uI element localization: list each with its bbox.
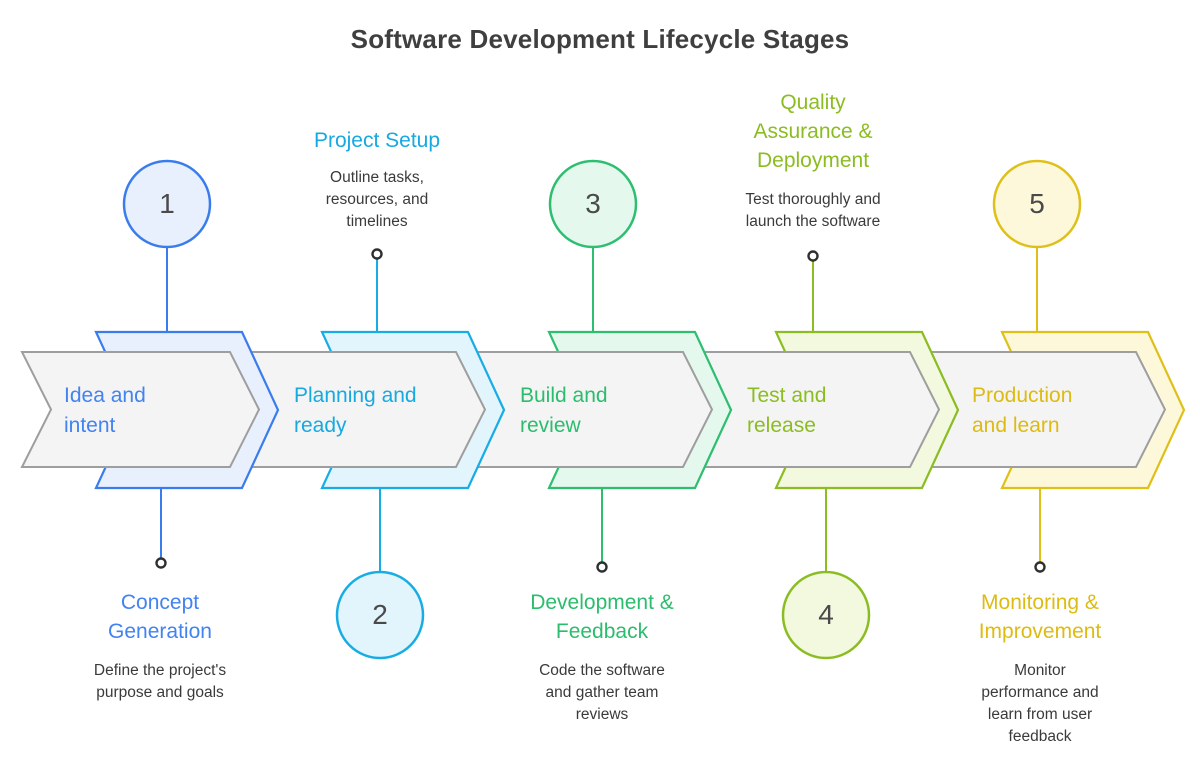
stage-2-number-circle: [335, 570, 425, 660]
stage-3-arrow-label: Build and review: [520, 384, 608, 437]
stage-4-callout-title: Quality Assurance & Deployment: [753, 91, 873, 172]
stage-5-marker-dot: [1034, 561, 1046, 573]
stage-4-callout-description: Test thoroughly and launch the software: [745, 191, 881, 230]
stage-3-callout-description: Code the software and gather team review…: [539, 662, 665, 723]
stage-2-marker-dot: [371, 248, 383, 260]
stage-3-number: 3: [585, 188, 601, 219]
stage-1-number-circle: [122, 159, 212, 249]
stage-2-number: 2: [372, 599, 388, 630]
stage-3-number-circle: [548, 159, 638, 249]
stage-1-arrow-label: Idea and intent: [64, 384, 146, 437]
diagram-title: Software Development Lifecycle Stages: [350, 24, 850, 54]
stage-4-number-circle: [781, 570, 871, 660]
stage-4-arrow-label: Test and release: [747, 384, 827, 437]
stage-5-callout-title: Monitoring & Improvement: [978, 591, 1102, 643]
stage-1-number: 1: [159, 188, 175, 219]
stage-3-marker-dot: [596, 561, 608, 573]
stage-4-number: 4: [818, 599, 834, 630]
stage-2-callout-description: Outline tasks, resources, and timelines: [325, 169, 429, 230]
stage-1-arrow-shape: [20, 351, 261, 468]
stage-2-callout-title: Project Setup: [313, 129, 441, 152]
stage-5-arrow-label: Production and learn: [972, 384, 1073, 437]
stage-1-callout-title: Concept Generation: [108, 591, 212, 643]
stage-4-marker-dot: [807, 250, 819, 262]
stage-1-marker-dot: [155, 557, 167, 569]
stage-2-arrow-label: Planning and ready: [294, 384, 417, 437]
stage-1-callout-description: Define the project's purpose and goals: [93, 662, 227, 701]
stage-5-number: 5: [1029, 188, 1045, 219]
stage-3-callout-title: Development & Feedback: [530, 591, 674, 643]
stage-5-number-circle: [992, 159, 1082, 249]
stage-5-callout-description: Monitor performance and learn from user …: [981, 662, 1099, 745]
